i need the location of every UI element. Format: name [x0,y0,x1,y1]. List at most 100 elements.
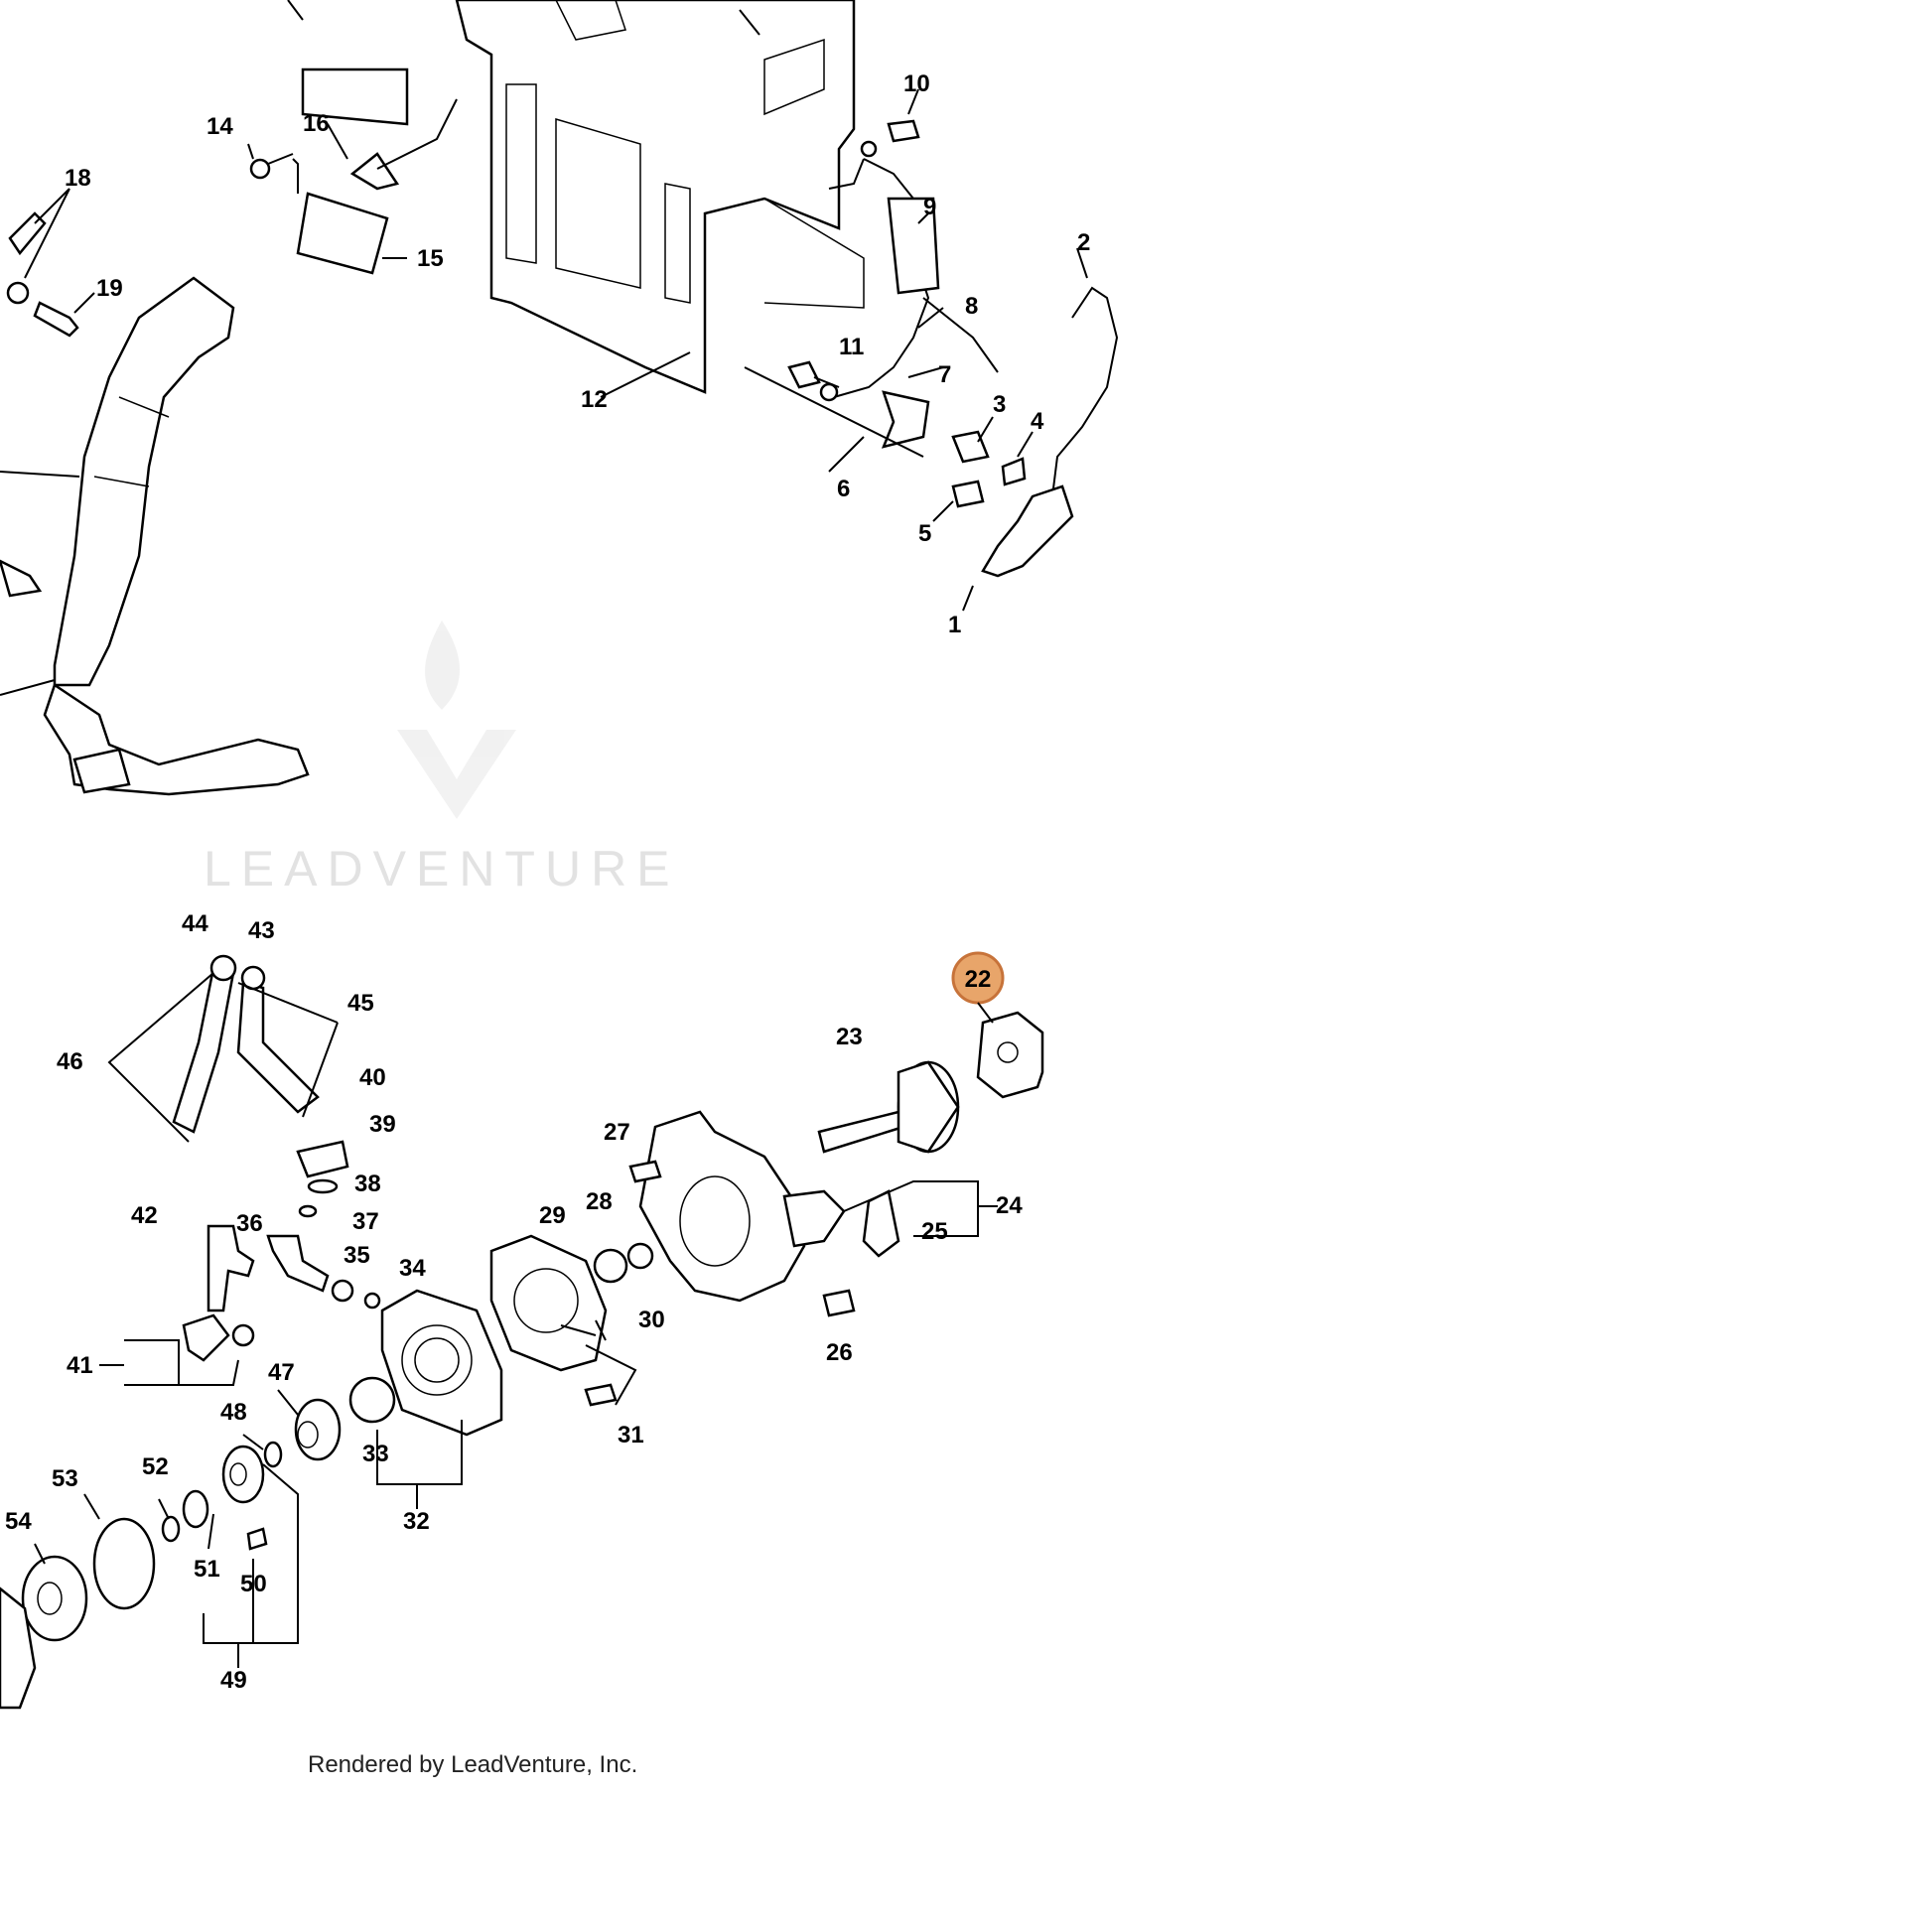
credit-text: Rendered by LeadVenture, Inc. [308,1751,637,1778]
label-33: 33 [362,1441,389,1467]
blower-housing [455,0,865,394]
label-38: 38 [354,1171,381,1197]
washer-18 [6,281,30,305]
plate-4 [1001,457,1027,486]
clutch-22 [976,1011,1044,1099]
screw-10 [887,119,920,143]
bracket-6 [881,390,930,449]
label-42: 42 [131,1202,158,1229]
label-41: 41 [67,1352,93,1379]
label-36: 36 [236,1210,263,1237]
gearbox-24 [638,1110,846,1303]
watermark-text: LEADVENTURE [204,841,680,897]
label-8: 8 [965,293,978,320]
screw-27 [628,1160,662,1183]
nut-35 [331,1279,354,1303]
label-46: 46 [57,1048,83,1075]
ring-28 [626,1242,654,1270]
label-24: 24 [996,1192,1023,1219]
ring-48 [263,1441,283,1468]
oring-34 [363,1292,381,1310]
label-39: 39 [369,1111,396,1138]
label-47: 47 [268,1359,295,1386]
label-37: 37 [352,1208,379,1235]
label-54: 54 [5,1508,32,1535]
label-30: 30 [638,1307,665,1333]
gasket-30 [489,1234,608,1372]
label-11: 11 [839,334,864,360]
screw-26 [822,1289,856,1317]
label-14: 14 [207,113,233,140]
tee-42 [207,1224,255,1312]
label-35: 35 [344,1242,370,1269]
label-32: 32 [403,1508,430,1535]
label-12: 12 [581,386,608,413]
label-31: 31 [618,1422,644,1449]
label-27: 27 [604,1119,630,1146]
label-19: 19 [96,275,123,302]
label-40: 40 [359,1064,386,1091]
label-6: 6 [837,476,850,502]
label-26: 26 [826,1339,853,1366]
label-15: 15 [417,245,444,272]
part-labels: 1 2 3 4 5 6 7 8 9 10 11 12 14 15 16 18 1… [5,70,1090,1694]
housing-left [0,1587,37,1710]
switch-3 [951,430,990,464]
label-48: 48 [220,1399,247,1426]
label-50: 50 [240,1571,267,1597]
label-28: 28 [586,1188,613,1215]
hoses [172,954,320,1134]
oring-38 [307,1178,339,1194]
washer-37 [298,1204,318,1218]
label-53: 53 [52,1465,78,1492]
bearing-47 [294,1398,342,1461]
clamp-39 [296,1140,349,1178]
clip-41 [182,1313,230,1362]
label-34: 34 [399,1255,426,1282]
screw-14 [249,153,294,180]
label-2: 2 [1077,229,1090,256]
label-49: 49 [220,1667,247,1694]
label-1: 1 [948,612,961,638]
screw-31 [584,1383,618,1407]
label-22: 22 [965,966,992,993]
screw-5 [951,480,985,508]
washer-51 [182,1489,209,1529]
hook-16 [349,152,400,191]
label-43: 43 [248,917,275,944]
clutch-drum-23 [817,1060,960,1154]
decal-plate [301,68,409,126]
pin-50 [246,1527,268,1551]
label-4: 4 [1031,408,1044,435]
lever-left [0,559,43,598]
harness-strap [43,276,310,796]
label-23: 23 [836,1024,863,1050]
wire-harness [819,140,999,402]
screw-11 [787,360,821,389]
gear-54 [21,1555,88,1642]
label-7: 7 [938,361,951,388]
label-18: 18 [65,165,91,192]
label-52: 52 [142,1453,169,1480]
bearing-49 [221,1445,265,1504]
label-3: 3 [993,391,1006,418]
plate-15 [296,192,389,275]
label-10: 10 [903,70,930,97]
label-25: 25 [921,1218,948,1245]
label-29: 29 [539,1202,566,1229]
watermark-logo-icon [397,621,516,819]
oring-53 [92,1517,156,1610]
seal-29 [593,1248,628,1284]
label-45: 45 [347,990,374,1017]
bolt-19 [33,301,79,338]
label-44: 44 [182,910,208,937]
throttle-lever [981,286,1119,578]
label-9: 9 [923,194,936,220]
gearbox-cover-32 [380,1289,503,1437]
label-5: 5 [918,520,931,547]
label-16: 16 [303,110,330,137]
label-51: 51 [194,1556,220,1583]
clip-52 [161,1515,181,1543]
fitting-36 [266,1234,330,1293]
